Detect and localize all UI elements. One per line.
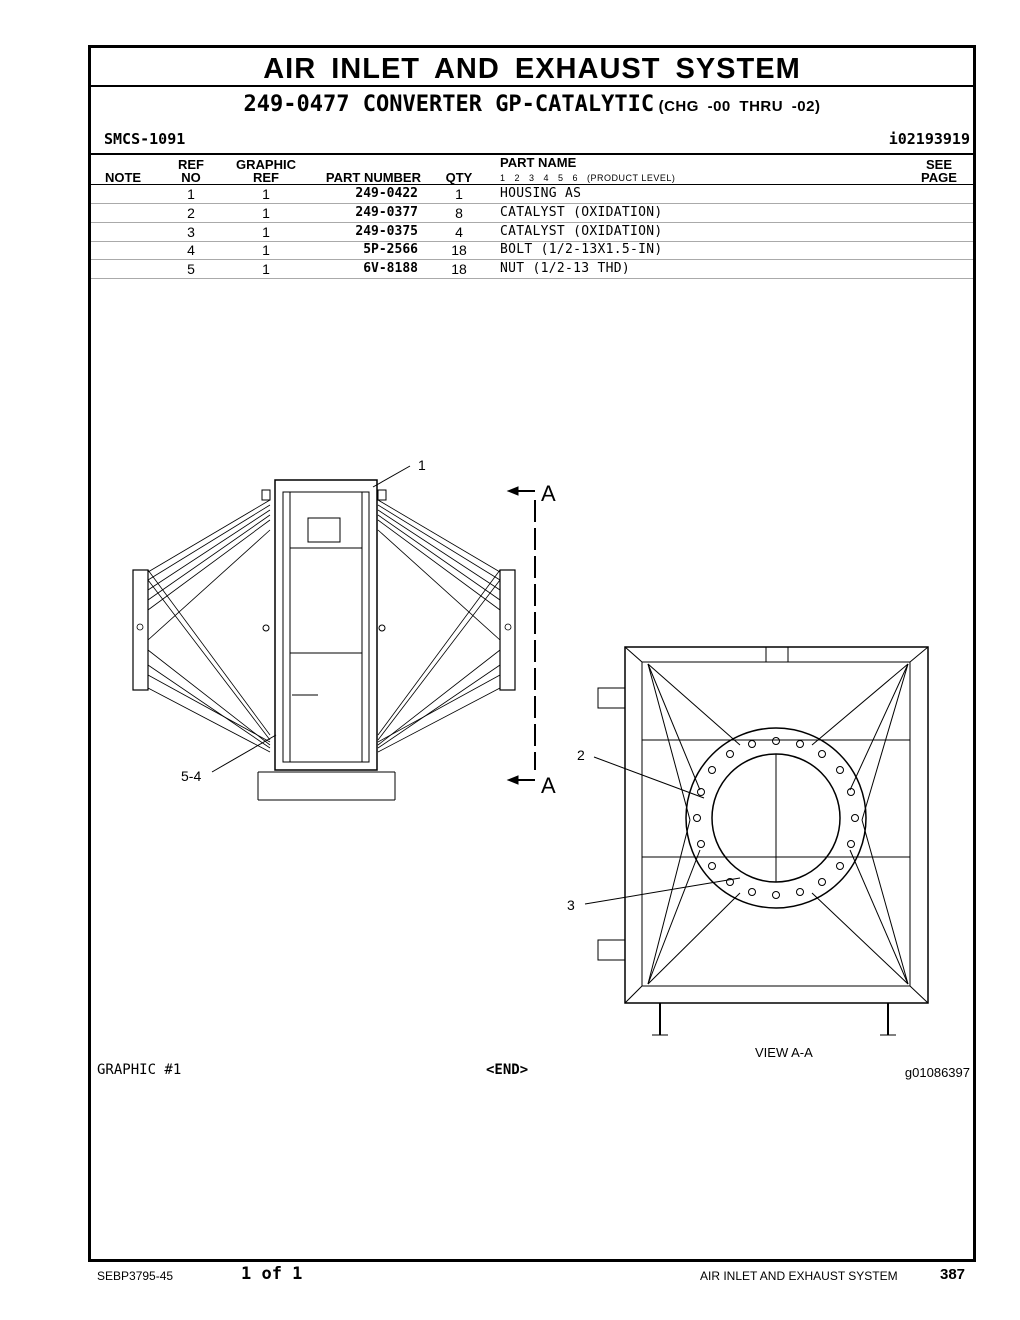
section-line [506,486,536,785]
col-note: NOTE [104,170,142,185]
part-number: 6V-8188 [363,261,418,276]
col-part-number: PART NUMBER [325,170,421,185]
document-number: SEBP3795-45 [97,1269,174,1283]
part-name: CATALYST (OXIDATION) [500,205,663,220]
col-see-top: SEE [925,157,952,172]
ref-no: 1 [187,186,195,202]
view-label: VIEW A-A [755,1045,813,1060]
part-name: CATALYST (OXIDATION) [500,224,663,239]
col-ref-top: REF [178,157,204,172]
graphic-ref: 1 [262,224,270,240]
section-label-bottom: A [541,773,556,798]
col-see-bottom: PAGE [921,170,957,185]
table-row: 5 1 6V-8188 18 NUT (1/2-13 THD) [91,260,973,279]
table-row: 2 1 249-0377 8 CATALYST (OXIDATION) [91,204,973,223]
table-row: 1 1 249-0422 1 HOUSING AS [91,185,973,204]
group-title: 249-0477 CONVERTER GP-CATALYTIC (CHG -00… [91,92,973,117]
view-a-a [597,646,929,1036]
graphic-ref: 1 [262,205,270,221]
graphic-label: GRAPHIC #1 [97,1062,182,1078]
col-part-name: PART NAME [500,155,577,170]
part-name: BOLT (1/2-13X1.5-IN) [500,242,663,257]
ref-no: 2 [187,205,195,221]
page-number: 387 [940,1266,966,1283]
housing-side-view [261,479,387,771]
inlet-cone-left [132,499,271,753]
col-qty: QTY [445,170,473,185]
group-name: 249-0477 CONVERTER GP-CATALYTIC [243,92,655,117]
footer-system: AIR INLET AND EXHAUST SYSTEM [700,1269,898,1283]
flange-bolts [693,737,859,899]
col-graphic-bottom: REF [253,170,279,185]
graphic-ref: 1 [262,242,270,258]
quantity: 8 [455,205,463,221]
col-graphic-top: GRAPHIC [236,157,296,172]
product-levels: 1 2 3 4 5 6 (PRODUCT LEVEL) [500,173,676,183]
page-of-count: 1 of 1 [241,1264,303,1284]
end-marker: <END> [486,1062,529,1078]
info-reference: i02193919 [888,130,970,148]
base-rail [257,771,396,801]
callout-5-4: 5-4 [181,768,201,784]
quantity: 1 [455,186,463,202]
part-number: 249-0375 [355,224,418,239]
page-frame: AIR INLET AND EXHAUST SYSTEM 249-0477 CO… [88,45,976,1262]
header-rule [91,153,973,155]
change-range: (CHG -00 THRU -02) [658,98,821,115]
callout-2: 2 [577,747,585,763]
callout-3: 3 [567,897,575,913]
header-bottom-rule [91,184,973,185]
page-title: AIR INLET AND EXHAUST SYSTEM [91,48,973,87]
section-label-top: A [541,481,556,506]
ref-no: 5 [187,261,195,277]
quantity: 18 [451,261,467,277]
graphic-ref: 1 [262,261,270,277]
smcs-code: SMCS-1091 [104,130,186,148]
callout-1: 1 [418,457,426,473]
part-number: 5P-2566 [363,242,418,257]
table-row: 4 1 5P-2566 18 BOLT (1/2-13X1.5-IN) [91,241,973,260]
table-row: 3 1 249-0375 4 CATALYST (OXIDATION) [91,223,973,242]
part-name: NUT (1/2-13 THD) [500,261,631,276]
part-name: HOUSING AS [500,186,582,201]
ref-no: 3 [187,224,195,240]
part-number: 249-0422 [355,186,418,201]
ref-no: 4 [187,242,195,258]
part-number: 249-0377 [355,205,418,220]
graphic-id: g01086397 [904,1065,970,1080]
graphic-ref: 1 [262,186,270,202]
col-ref-bottom: NO [181,170,201,185]
outlet-cone-right [377,499,516,753]
quantity: 4 [455,224,463,240]
quantity: 18 [451,242,467,258]
